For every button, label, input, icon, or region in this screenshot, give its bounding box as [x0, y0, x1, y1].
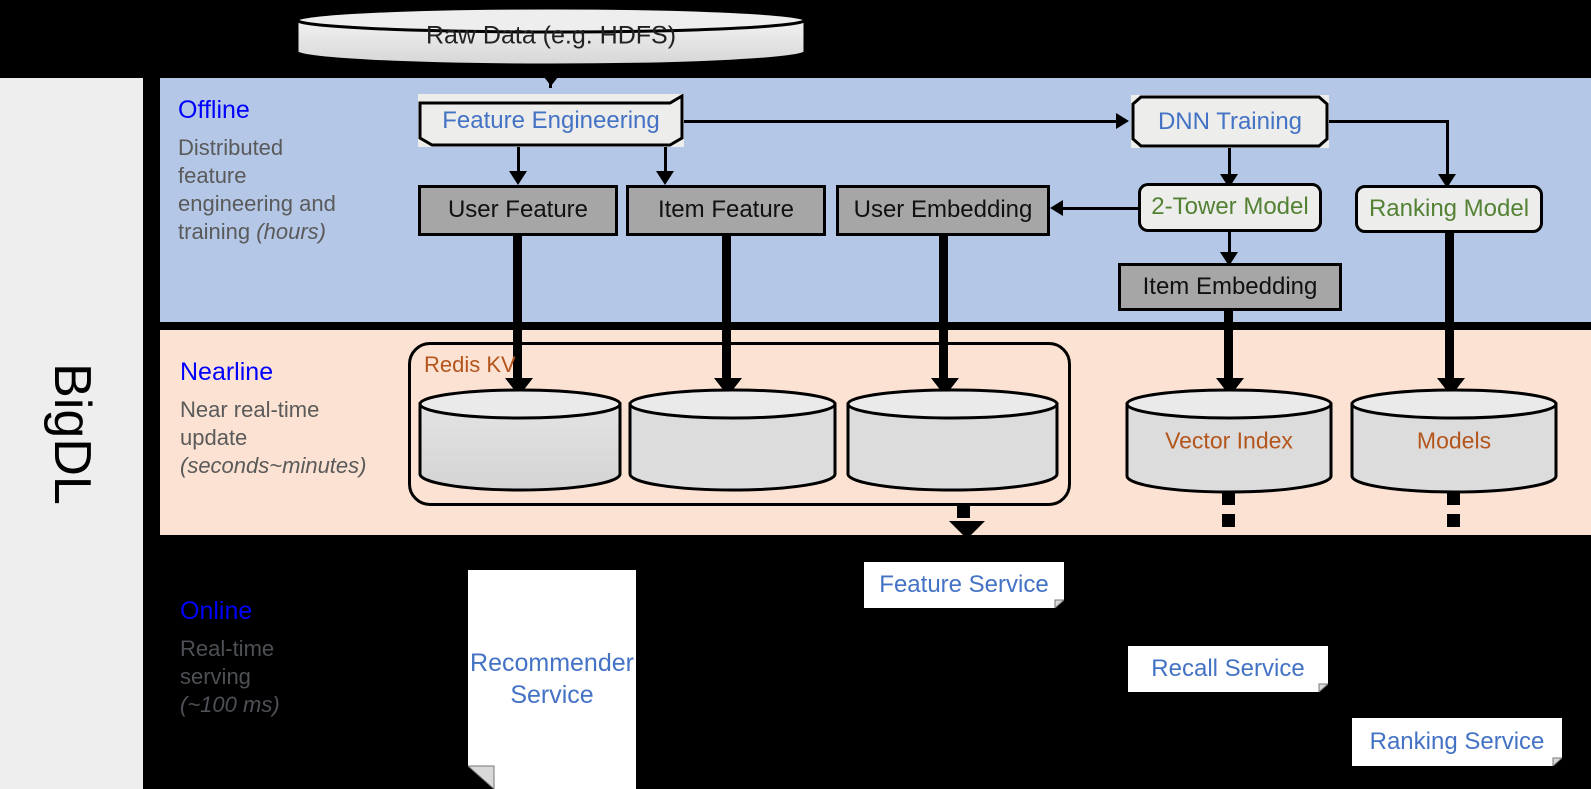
- feature-service-note[interactable]: Feature Service: [864, 562, 1064, 608]
- item-feature-box[interactable]: Item Feature: [626, 185, 826, 236]
- pipe-ranking-model: [1445, 233, 1454, 388]
- feature-engineering-label: Feature Engineering: [442, 106, 660, 134]
- connector-dot-models-2: [1447, 514, 1460, 527]
- feature-engineering-box[interactable]: Feature Engineering: [418, 94, 684, 147]
- connector-fe-userfeature: [517, 147, 520, 173]
- redis-kv-container: [408, 342, 1071, 506]
- ranking-model-box[interactable]: Ranking Model: [1355, 185, 1543, 233]
- nearline-subtitle: Near real-time update (seconds~minutes): [180, 396, 410, 480]
- online-sub-italic: (~100 ms): [180, 692, 280, 718]
- offline-sub-line2: feature: [178, 163, 247, 189]
- connector-dot-vector-index-1: [1222, 492, 1235, 505]
- user-feature-label: User Feature: [447, 196, 589, 224]
- connector-dot-vector-index-2: [1222, 514, 1235, 527]
- arrowhead-fe-itemfeature: [656, 171, 674, 185]
- two-tower-model-label: 2-Tower Model: [1151, 193, 1309, 221]
- offline-sub-line4: training (hours): [178, 219, 326, 245]
- user-feature-store-cylinder[interactable]: [418, 388, 622, 492]
- arrowhead-feature-service: [949, 521, 985, 539]
- offline-subtitle: Distributed feature engineering and trai…: [178, 134, 408, 247]
- dnn-training-label: DNN Training: [1157, 107, 1303, 135]
- offline-sub-line3: engineering and: [178, 191, 336, 217]
- connector-fe-itemfeature: [664, 147, 667, 173]
- pipe-item-feature: [722, 236, 731, 388]
- connector-dot-models-1: [1447, 492, 1460, 505]
- user-embedding-store-cylinder[interactable]: [846, 388, 1059, 492]
- user-embedding-box[interactable]: User Embedding: [836, 185, 1050, 236]
- arrowhead-twotower-itemembedding: [1220, 252, 1238, 266]
- vector-index-cylinder[interactable]: Vector Index: [1125, 388, 1333, 494]
- nearline-sub-italic: (seconds~minutes): [180, 453, 367, 479]
- recommender-service-note[interactable]: Recommender Service: [468, 570, 636, 789]
- recall-service-label: Recall Service: [1151, 655, 1305, 682]
- item-embedding-box[interactable]: Item Embedding: [1118, 263, 1342, 311]
- caption-nearline: Nearline Near real-time update (seconds~…: [180, 358, 410, 480]
- nearline-sub-line3: (seconds~minutes): [180, 452, 410, 480]
- ranking-service-label: Ranking Service: [1369, 728, 1545, 755]
- arrowhead-rawdata-fe: [537, 68, 565, 86]
- online-sub-line1: Real-time: [180, 636, 275, 661]
- user-embedding-label: User Embedding: [853, 196, 1033, 224]
- dnn-training-box[interactable]: DNN Training: [1131, 95, 1329, 148]
- nearline-sub-line1: Near real-time: [180, 397, 320, 422]
- arrowhead-dnn-ranking: [1438, 174, 1456, 188]
- connector-twotower-itemembedding: [1228, 232, 1231, 258]
- offline-sub-line1: Distributed: [178, 135, 284, 160]
- online-sub-line2: serving: [180, 664, 251, 690]
- online-title: Online: [180, 597, 253, 625]
- online-subtitle: Real-time serving (~100 ms): [180, 635, 410, 719]
- nearline-title: Nearline: [180, 358, 274, 386]
- arrowhead-twotower-userembedding: [1050, 200, 1063, 216]
- models-cylinder[interactable]: Models: [1350, 388, 1558, 494]
- bigdl-label: BigDL: [42, 362, 101, 505]
- recommender-service-label: Recommender Service: [470, 649, 634, 709]
- item-embedding-label: Item Embedding: [1142, 272, 1318, 300]
- connector-twotower-userembedding: [1063, 207, 1138, 210]
- pipe-user-embedding: [939, 236, 948, 388]
- connector-fe-dnn: [684, 120, 1116, 123]
- offline-sub-italic: (hours): [256, 219, 326, 245]
- item-feature-label: Item Feature: [657, 196, 795, 224]
- raw-data-cylinder: Raw Data (e.g. HDFS): [295, 6, 807, 66]
- arrowhead-fe-userfeature: [509, 171, 527, 185]
- pipe-item-embedding: [1224, 311, 1233, 388]
- caption-offline: Offline Distributed feature engineering …: [178, 96, 408, 247]
- caption-online: Online Real-time serving (~100 ms): [180, 597, 410, 719]
- offline-title: Offline: [178, 96, 250, 124]
- recall-service-note[interactable]: Recall Service: [1128, 646, 1328, 692]
- connector-dnn-ranking-v: [1446, 120, 1449, 178]
- connector-dnn-twotower: [1228, 148, 1231, 178]
- nearline-sub-line2: update: [180, 425, 248, 451]
- item-feature-store-cylinder[interactable]: [628, 388, 837, 492]
- ranking-service-note[interactable]: Ranking Service: [1352, 718, 1562, 766]
- connector-dot-feature-service: [957, 505, 970, 518]
- feature-service-label: Feature Service: [879, 571, 1049, 598]
- user-feature-box[interactable]: User Feature: [418, 185, 618, 236]
- online-sub-line3: (~100 ms): [180, 691, 410, 719]
- connector-dnn-ranking-h: [1329, 120, 1449, 123]
- pipe-user-feature: [513, 236, 522, 388]
- arrowhead-fe-dnn: [1116, 113, 1129, 129]
- two-tower-model-box[interactable]: 2-Tower Model: [1138, 183, 1322, 232]
- redis-kv-label: Redis KV: [424, 352, 516, 377]
- ranking-model-label: Ranking Model: [1368, 194, 1530, 222]
- bigdl-rail: BigDL: [0, 78, 143, 789]
